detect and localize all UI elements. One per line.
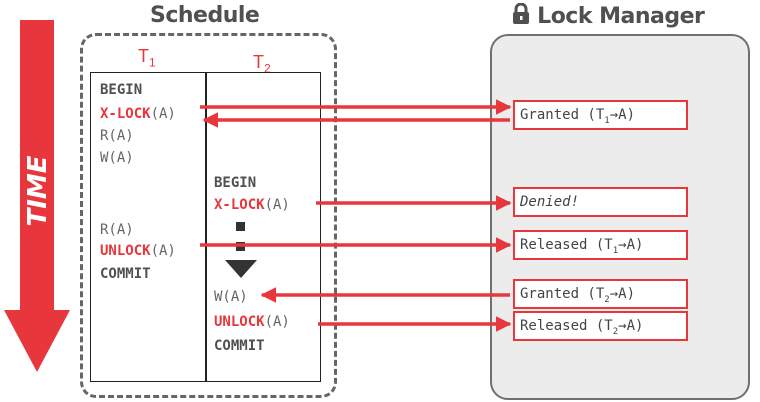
time-arrow bbox=[4, 20, 70, 372]
t2-commit: COMMIT bbox=[214, 338, 265, 354]
response-granted-t1: Granted (T1→A) bbox=[513, 100, 688, 130]
column-divider bbox=[205, 72, 207, 382]
lock-icon bbox=[513, 2, 529, 24]
t1-unlock: UNLOCK(A) bbox=[100, 243, 176, 259]
t2-begin: BEGIN bbox=[214, 175, 257, 191]
t1-read-1: R(A) bbox=[100, 128, 134, 144]
column-header-t2: T2 bbox=[253, 52, 271, 76]
schedule-container bbox=[80, 33, 337, 398]
lock-manager-title: Lock Manager bbox=[512, 2, 705, 29]
t2-unlock: UNLOCK(A) bbox=[214, 314, 290, 330]
t1-commit: COMMIT bbox=[100, 266, 151, 282]
t1-read-2: R(A) bbox=[100, 222, 134, 238]
schedule-title: Schedule bbox=[150, 3, 260, 28]
response-granted-t2: Granted (T2→A) bbox=[513, 279, 688, 309]
lock-manager-panel bbox=[490, 34, 750, 400]
down-arrow-icon bbox=[4, 20, 70, 372]
t2-xlock: X-LOCK(A) bbox=[214, 197, 290, 213]
t1-begin: BEGIN bbox=[100, 82, 143, 98]
wait-indicator bbox=[225, 222, 257, 278]
time-label: TIME bbox=[23, 155, 53, 227]
wait-triangle-icon bbox=[225, 260, 257, 278]
response-released-t1: Released (T1→A) bbox=[513, 230, 688, 260]
response-released-t2: Released (T2→A) bbox=[513, 311, 688, 341]
t1-xlock: X-LOCK(A) bbox=[100, 106, 176, 122]
t1-write-1: W(A) bbox=[100, 150, 134, 166]
response-denied: Denied! bbox=[513, 187, 688, 217]
column-header-t1: T1 bbox=[138, 46, 156, 70]
t2-write: W(A) bbox=[214, 289, 248, 305]
